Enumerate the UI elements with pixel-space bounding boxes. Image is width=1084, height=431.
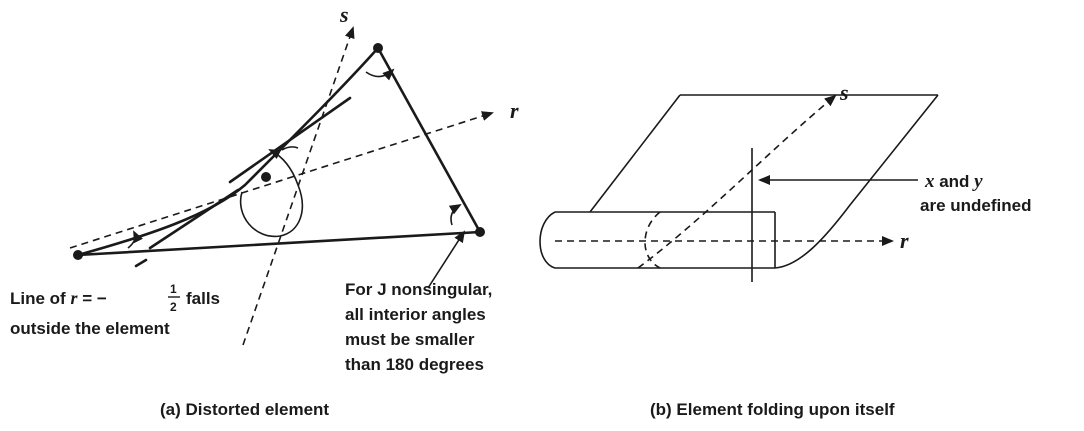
- r-axis: [69, 111, 494, 249]
- angle-note-line4: than 180 degrees: [345, 355, 484, 374]
- r-line-note-frac-num: 1: [170, 282, 177, 296]
- r-axis-label-b: r: [900, 228, 909, 253]
- element-curved-edge: [76, 46, 380, 257]
- caption-b: (b) Element folding upon itself: [650, 400, 895, 419]
- angle-arc-large: [239, 149, 304, 238]
- caption-a: (a) Distorted element: [160, 400, 329, 419]
- r-line-note: Line of r = − 1 2 falls outside the elem…: [10, 282, 220, 338]
- angle-note-line2: all interior angles: [345, 305, 486, 324]
- figure-b-folding-element: s r x and y are undefined (b) Element fo…: [539, 80, 1031, 419]
- r-axis-label: r: [510, 98, 519, 123]
- hidden-curve-left: [644, 211, 661, 269]
- r-line-note-line2: outside the element: [10, 319, 170, 338]
- s-axis-label-b: s: [839, 80, 849, 105]
- vertex-left: [73, 250, 83, 260]
- undefined-note-line2: are undefined: [920, 196, 1031, 215]
- undefined-note-line1: x and y: [924, 171, 983, 192]
- s-axis-b: [637, 94, 837, 269]
- figure-a-distorted-element: s r Line of r = − 1 2 falls outside the …: [10, 2, 519, 419]
- r-line-note-line1-suffix: falls: [186, 289, 220, 308]
- angle-note-leader: [427, 230, 466, 289]
- element-right-edge: [376, 46, 482, 234]
- angle-note-line3: must be smaller: [345, 330, 475, 349]
- fold-bottom-edge: [539, 211, 775, 269]
- element-center-point: [261, 172, 271, 182]
- angle-note: For J nonsingular, all interior angles m…: [345, 280, 492, 374]
- vertex-right: [475, 227, 485, 237]
- r-minus-half-line-tip: [134, 258, 148, 268]
- r-line-note-line1: Line of r = −: [10, 288, 107, 308]
- s-axis: [242, 26, 355, 346]
- undefined-note: x and y are undefined: [920, 171, 1031, 215]
- s-axis-label: s: [339, 2, 349, 27]
- tangent-line: [228, 96, 352, 184]
- angle-arc-large-tick: [281, 146, 299, 151]
- sheet-left-edge: [589, 94, 681, 213]
- sheet-right-curved-edge: [774, 94, 939, 269]
- vertex-top: [373, 43, 383, 53]
- angle-arc-right: [448, 203, 462, 226]
- angle-note-line1: For J nonsingular,: [345, 280, 492, 299]
- angle-arc-top: [365, 68, 395, 81]
- r-line-note-frac-den: 2: [170, 300, 177, 314]
- angle-arc-left: [127, 230, 143, 249]
- element-bottom-edge: [76, 230, 482, 257]
